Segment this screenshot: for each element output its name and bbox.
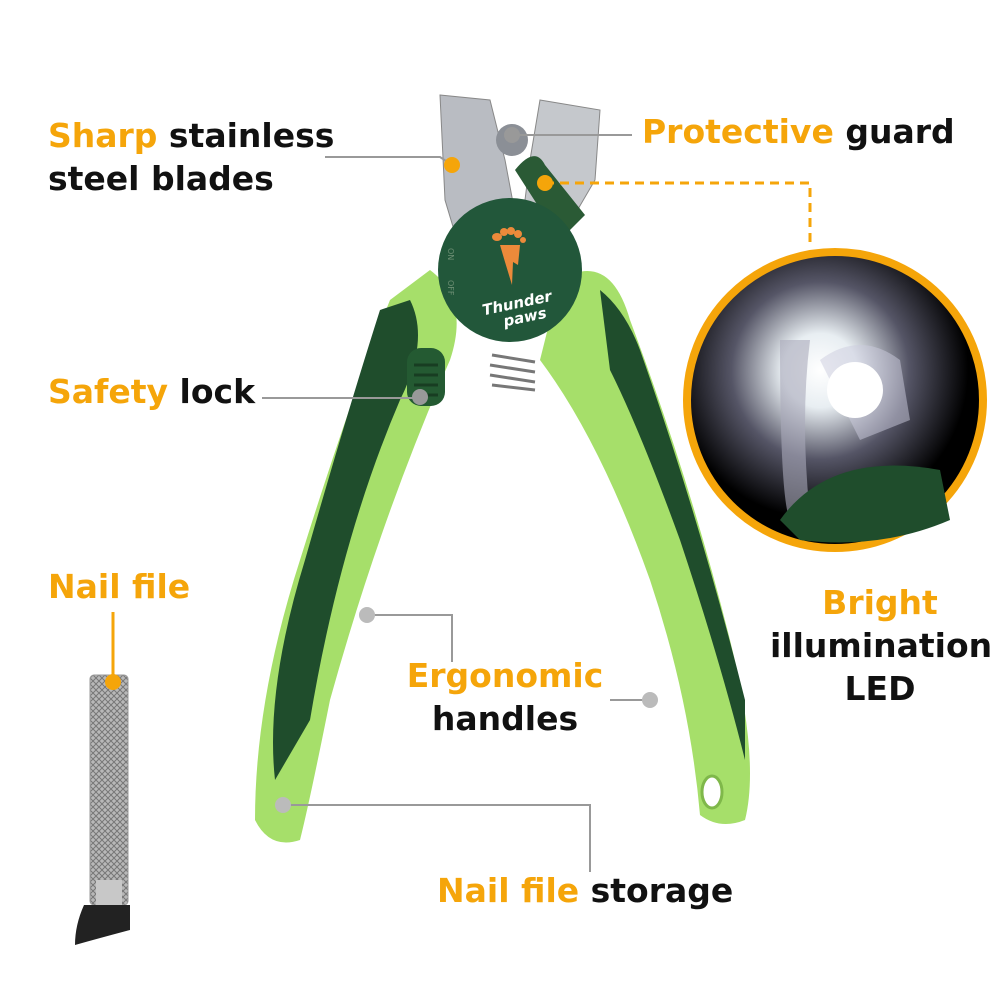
- nail-file: [75, 674, 130, 945]
- storage-label-rest: storage: [579, 871, 734, 910]
- file-label-highlight: Nail file: [48, 567, 191, 606]
- callout-dots: [105, 127, 658, 813]
- led-label-line2: illumination: [770, 625, 993, 665]
- blades-label-highlight: Sharp: [48, 116, 158, 155]
- storage-hole: [700, 774, 724, 810]
- paw-logo-icon: [492, 227, 526, 285]
- handles-label-line2: handles: [431, 698, 579, 738]
- guard-label: Protective guard: [642, 111, 955, 154]
- led-label-highlight: Bright: [822, 583, 938, 622]
- handles-label-highlight: Ergonomic: [406, 656, 604, 695]
- led-label-line3: LED: [844, 668, 916, 708]
- lock-label: Safety lock: [48, 371, 255, 414]
- led-label: Bright illumination LED: [770, 582, 993, 711]
- spring: [489, 353, 536, 392]
- lock-label-highlight: Safety: [48, 372, 169, 411]
- switch-on-label: ON: [446, 248, 455, 260]
- storage-label: Nail file storage: [437, 870, 733, 913]
- left-handle: [255, 270, 457, 843]
- protective-guard: [515, 156, 585, 240]
- led-light: [827, 362, 883, 418]
- handles-label: Ergonomic handles: [395, 655, 615, 741]
- switch-off-label: OFF: [446, 280, 455, 296]
- led-inset: [683, 248, 987, 552]
- blades-label: Sharp stainless steel blades: [48, 115, 334, 201]
- file-label: Nail file: [48, 566, 190, 609]
- guard-label-highlight: Protective: [642, 112, 834, 151]
- storage-label-highlight: Nail file: [437, 871, 580, 910]
- guard-label-rest: guard: [833, 112, 955, 151]
- lock-label-rest: lock: [168, 372, 256, 411]
- right-handle: [540, 271, 750, 824]
- led-dashed-leader: [545, 181, 812, 245]
- blades-label-line2: steel blades: [48, 158, 274, 198]
- blades-label-rest: stainless: [157, 116, 335, 155]
